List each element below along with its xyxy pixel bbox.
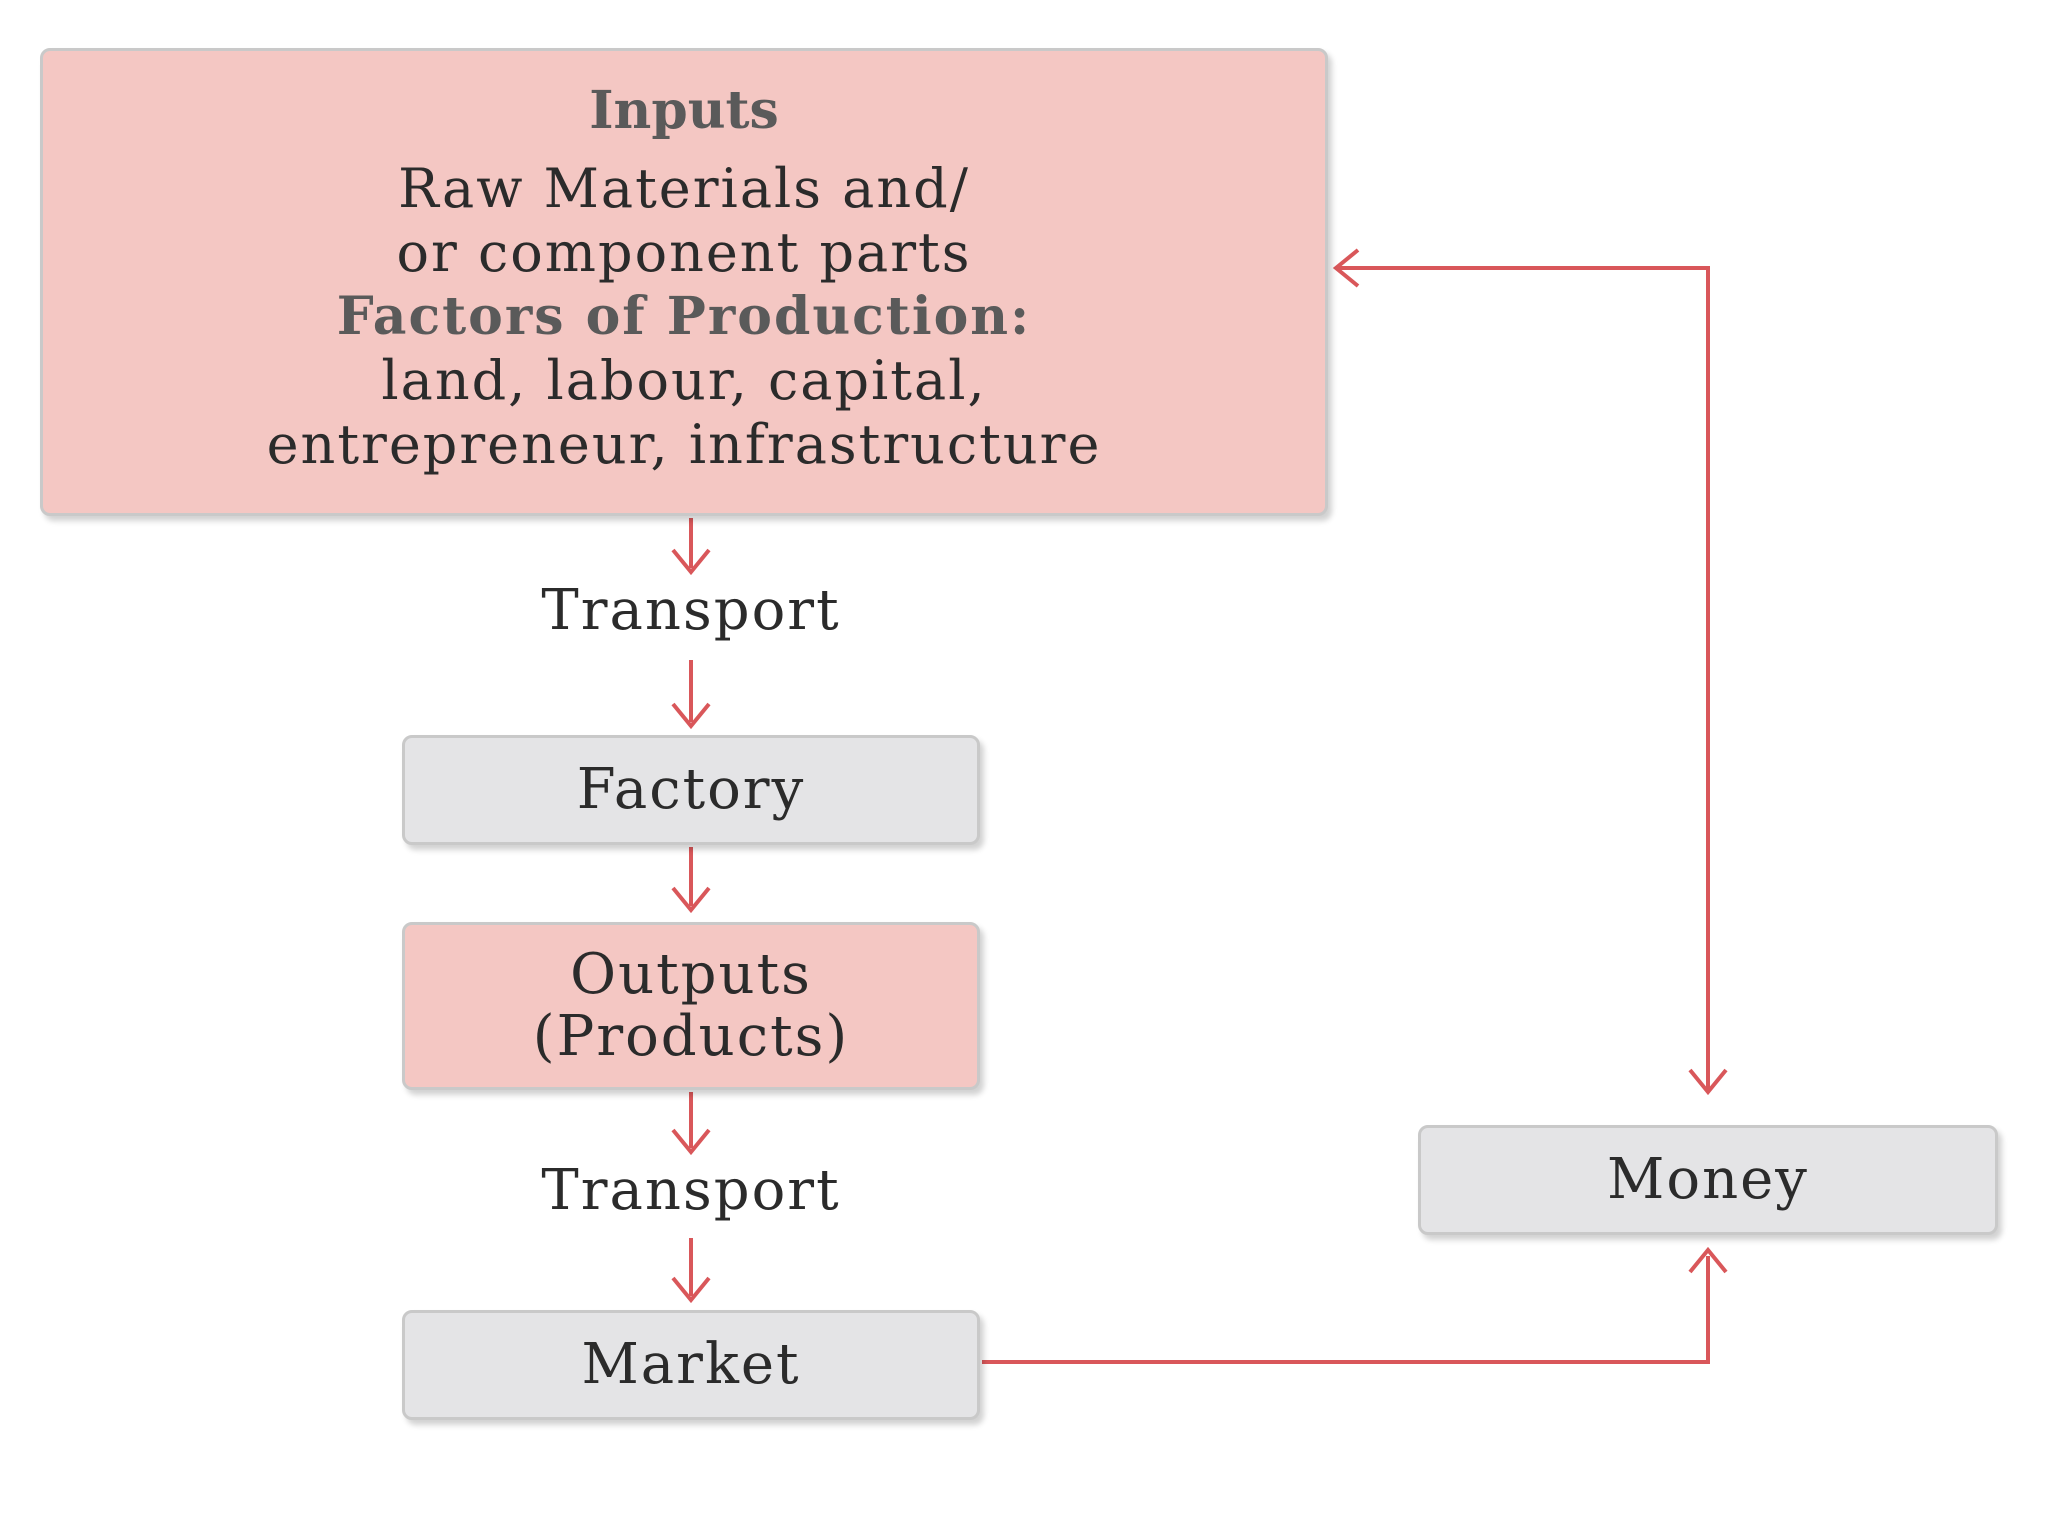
arrow-inputs-to-transport	[671, 518, 711, 576]
factory-box: Factory	[402, 735, 980, 845]
transport-label-upper: Transport	[541, 578, 841, 643]
money-label: Money	[1607, 1147, 1809, 1212]
factory-label: Factory	[576, 757, 806, 822]
market-box: Market	[402, 1310, 980, 1420]
inputs-raw-materials-line2: or component parts	[396, 220, 972, 284]
outputs-products-label: (Products)	[532, 1004, 850, 1069]
inputs-heading: Inputs	[589, 80, 779, 141]
inputs-box: Inputs Raw Materials and/ or component p…	[40, 48, 1328, 516]
arrow-transport-to-factory	[671, 660, 711, 730]
arrow-transport-to-market	[671, 1238, 711, 1304]
transport-label-lower: Transport	[541, 1158, 841, 1223]
arrow-market-to-money	[982, 1246, 1728, 1364]
arrow-money-to-inputs	[1332, 248, 1728, 1096]
arrow-outputs-to-transport	[671, 1092, 711, 1156]
arrow-factory-to-outputs	[671, 847, 711, 914]
money-box: Money	[1418, 1125, 1998, 1235]
outputs-label: Outputs	[570, 942, 812, 1007]
market-label: Market	[581, 1332, 801, 1397]
inputs-factors-line1: land, labour, capital,	[381, 348, 987, 412]
inputs-raw-materials-line1: Raw Materials and/	[398, 156, 970, 220]
inputs-factors-heading: Factors of Production:	[336, 285, 1032, 347]
inputs-factors-line2: entrepreneur, infrastructure	[266, 412, 1102, 476]
outputs-box: Outputs (Products)	[402, 922, 980, 1090]
